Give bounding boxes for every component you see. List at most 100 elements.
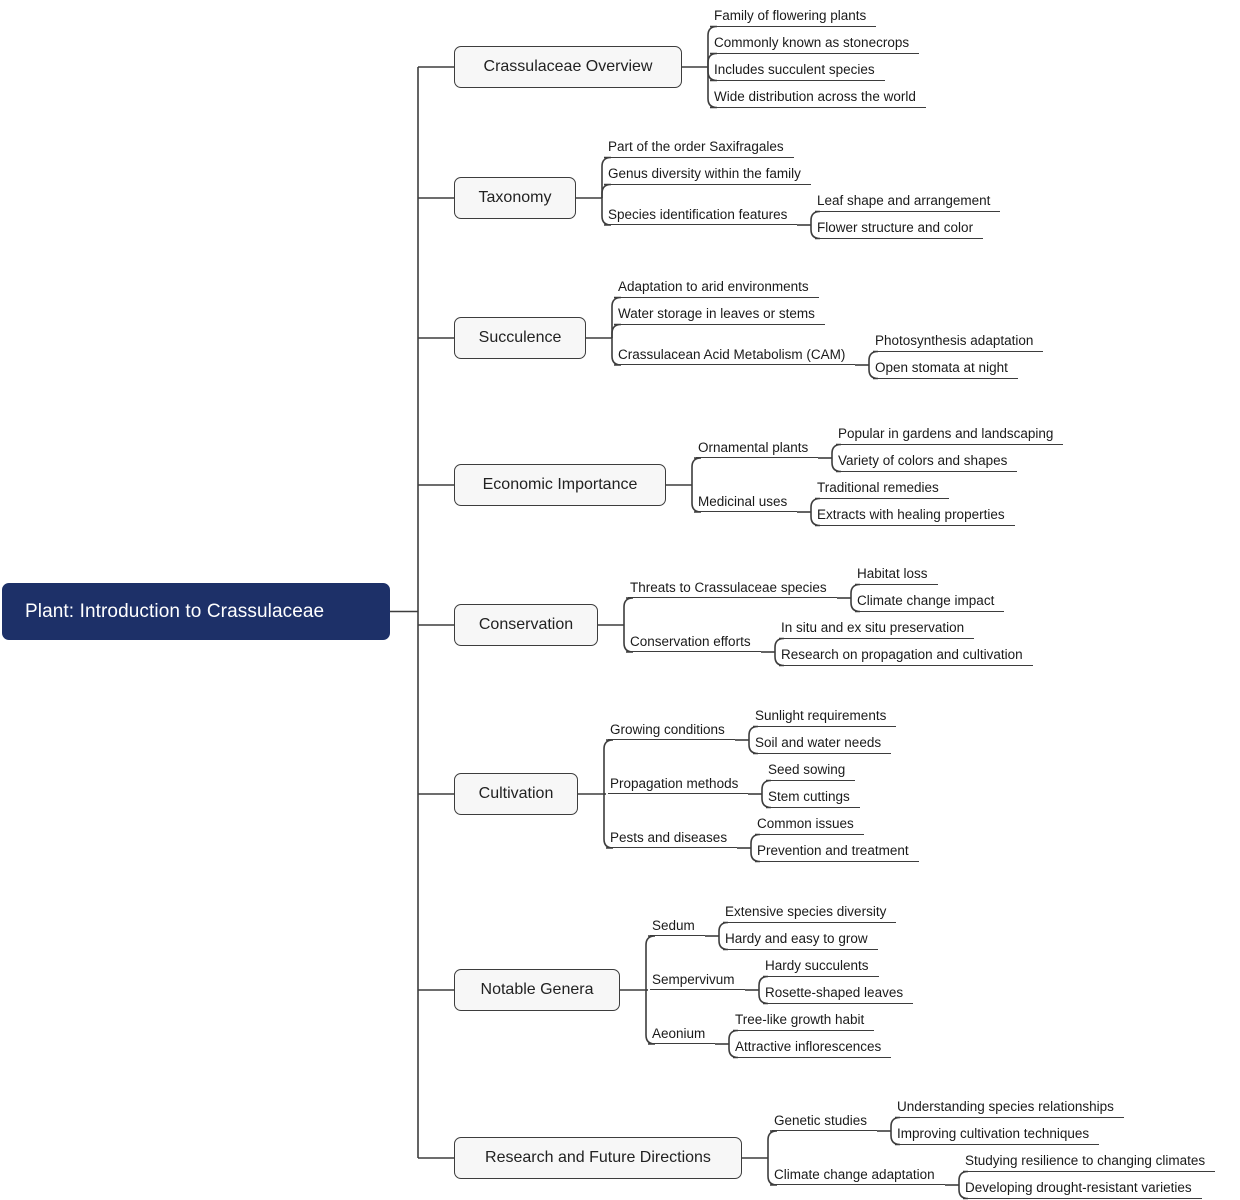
branch-node-label: Crassulaceae Overview bbox=[483, 58, 653, 75]
branch-node-succulence[interactable]: Succulence bbox=[454, 317, 586, 359]
leaf-node-species-identification-features[interactable]: Species identification features bbox=[606, 207, 797, 225]
leaf-node-label: Aeonium bbox=[652, 1025, 706, 1041]
leaf-node-adaptation-to-arid-environments[interactable]: Adaptation to arid environments bbox=[616, 280, 819, 298]
leaf-node-climate-change-adaptation[interactable]: Climate change adaptation bbox=[772, 1167, 945, 1185]
leaf-node-part-of-the-order-saxifragales[interactable]: Part of the order Saxifragales bbox=[606, 140, 794, 158]
leaf-node-label: Crassulacean Acid Metabolism (CAM) bbox=[618, 346, 846, 362]
leaf-node-label: Threats to Crassulaceae species bbox=[630, 579, 827, 595]
leaf-node-wide-distribution-across-the-world[interactable]: Wide distribution across the world bbox=[712, 90, 926, 108]
leaf-node-research-on-propagation-and-cultivation[interactable]: Research on propagation and cultivation bbox=[779, 648, 1033, 666]
leaf-node-open-stomata-at-night[interactable]: Open stomata at night bbox=[873, 361, 1018, 379]
leaf-node-traditional-remedies[interactable]: Traditional remedies bbox=[815, 481, 949, 499]
leaf-node-aeonium[interactable]: Aeonium bbox=[650, 1026, 715, 1044]
leaf-node-label: Commonly known as stonecrops bbox=[714, 35, 910, 50]
leaf-node-leaf-shape-and-arrangement[interactable]: Leaf shape and arrangement bbox=[815, 194, 1000, 212]
branch-node-taxonomy[interactable]: Taxonomy bbox=[454, 177, 576, 219]
leaf-node-improving-cultivation-techniques[interactable]: Improving cultivation techniques bbox=[895, 1127, 1099, 1145]
leaf-node-tree-like-growth-habit[interactable]: Tree-like growth habit bbox=[733, 1013, 874, 1031]
leaf-node-propagation-methods[interactable]: Propagation methods bbox=[608, 776, 748, 794]
branch-node-crassulaceae-overview[interactable]: Crassulaceae Overview bbox=[454, 46, 682, 88]
leaf-node-developing-drought-resistant-varieties[interactable]: Developing drought-resistant varieties bbox=[963, 1181, 1202, 1199]
leaf-node-common-issues[interactable]: Common issues bbox=[755, 817, 864, 835]
branch-node-label: Research and Future Directions bbox=[485, 1149, 711, 1166]
leaf-node-label: Pests and diseases bbox=[610, 829, 728, 845]
branch-node-conservation[interactable]: Conservation bbox=[454, 604, 598, 646]
leaf-node-label: Propagation methods bbox=[610, 775, 739, 791]
leaf-node-ornamental-plants[interactable]: Ornamental plants bbox=[696, 440, 818, 458]
branch-node-label: Cultivation bbox=[478, 785, 554, 802]
leaf-node-variety-of-colors-and-shapes[interactable]: Variety of colors and shapes bbox=[836, 454, 1017, 472]
leaf-node-attractive-inflorescences[interactable]: Attractive inflorescences bbox=[733, 1040, 891, 1058]
leaf-node-label: Family of flowering plants bbox=[714, 8, 867, 23]
leaf-node-popular-in-gardens-and-landscaping[interactable]: Popular in gardens and landscaping bbox=[836, 427, 1063, 445]
leaf-node-label: Popular in gardens and landscaping bbox=[838, 426, 1054, 441]
branch-node-label: Succulence bbox=[478, 329, 562, 346]
leaf-node-rosette-shaped-leaves[interactable]: Rosette-shaped leaves bbox=[763, 986, 913, 1004]
branch-node-label: Conservation bbox=[478, 616, 574, 633]
leaf-node-soil-and-water-needs[interactable]: Soil and water needs bbox=[753, 736, 891, 754]
leaf-node-in-situ-and-ex-situ-preservation[interactable]: In situ and ex situ preservation bbox=[779, 621, 974, 639]
leaf-node-medicinal-uses[interactable]: Medicinal uses bbox=[696, 494, 797, 512]
leaf-node-label: Stem cuttings bbox=[768, 789, 850, 804]
leaf-node-label: Adaptation to arid environments bbox=[618, 279, 809, 294]
leaf-node-label: Conservation efforts bbox=[630, 633, 751, 649]
leaf-node-label: Species identification features bbox=[608, 206, 788, 222]
leaf-node-prevention-and-treatment[interactable]: Prevention and treatment bbox=[755, 844, 919, 862]
leaf-node-hardy-and-easy-to-grow[interactable]: Hardy and easy to grow bbox=[723, 932, 878, 950]
leaf-node-commonly-known-as-stonecrops[interactable]: Commonly known as stonecrops bbox=[712, 36, 919, 54]
mindmap-root-node[interactable]: Plant: Introduction to Crassulaceae bbox=[2, 583, 390, 640]
leaf-node-genus-diversity-within-the-family[interactable]: Genus diversity within the family bbox=[606, 167, 811, 185]
leaf-node-includes-succulent-species[interactable]: Includes succulent species bbox=[712, 63, 885, 81]
leaf-node-understanding-species-relationships[interactable]: Understanding species relationships bbox=[895, 1100, 1124, 1118]
leaf-node-label: Attractive inflorescences bbox=[735, 1039, 882, 1054]
leaf-node-label: Common issues bbox=[757, 816, 854, 831]
branch-node-research-and-future-directions[interactable]: Research and Future Directions bbox=[454, 1137, 742, 1179]
leaf-node-label: Ornamental plants bbox=[698, 439, 809, 455]
leaf-node-label: In situ and ex situ preservation bbox=[781, 620, 965, 635]
leaf-node-label: Wide distribution across the world bbox=[714, 89, 916, 104]
leaf-node-label: Water storage in leaves or stems bbox=[618, 306, 815, 321]
leaf-node-sempervivum[interactable]: Sempervivum bbox=[650, 972, 745, 990]
leaf-node-climate-change-impact[interactable]: Climate change impact bbox=[855, 594, 1004, 612]
leaf-node-flower-structure-and-color[interactable]: Flower structure and color bbox=[815, 221, 983, 239]
leaf-node-studying-resilience-to-changing-climates[interactable]: Studying resilience to changing climates bbox=[963, 1154, 1215, 1172]
leaf-node-label: Sempervivum bbox=[652, 971, 735, 987]
leaf-node-growing-conditions[interactable]: Growing conditions bbox=[608, 722, 735, 740]
leaf-node-photosynthesis-adaptation[interactable]: Photosynthesis adaptation bbox=[873, 334, 1043, 352]
branch-node-notable-genera[interactable]: Notable Genera bbox=[454, 969, 620, 1011]
leaf-node-label: Traditional remedies bbox=[817, 480, 939, 495]
leaf-node-label: Growing conditions bbox=[610, 721, 725, 737]
leaf-node-label: Research on propagation and cultivation bbox=[781, 647, 1023, 662]
leaf-node-label: Extracts with healing properties bbox=[817, 507, 1005, 522]
leaf-node-label: Sedum bbox=[652, 917, 695, 933]
branch-node-economic-importance[interactable]: Economic Importance bbox=[454, 464, 666, 506]
leaf-node-label: Developing drought-resistant varieties bbox=[965, 1180, 1192, 1195]
leaf-node-habitat-loss[interactable]: Habitat loss bbox=[855, 567, 938, 585]
leaf-node-sunlight-requirements[interactable]: Sunlight requirements bbox=[753, 709, 896, 727]
leaf-node-label: Includes succulent species bbox=[714, 62, 875, 77]
leaf-node-label: Understanding species relationships bbox=[897, 1099, 1114, 1114]
leaf-node-hardy-succulents[interactable]: Hardy succulents bbox=[763, 959, 879, 977]
leaf-node-conservation-efforts[interactable]: Conservation efforts bbox=[628, 634, 761, 652]
leaf-node-label: Part of the order Saxifragales bbox=[608, 139, 784, 154]
leaf-node-sedum[interactable]: Sedum bbox=[650, 918, 705, 936]
leaf-node-seed-sowing[interactable]: Seed sowing bbox=[766, 763, 855, 781]
leaf-node-label: Photosynthesis adaptation bbox=[875, 333, 1034, 348]
leaf-node-label: Improving cultivation techniques bbox=[897, 1126, 1090, 1141]
leaf-node-label: Medicinal uses bbox=[698, 493, 788, 509]
leaf-node-label: Habitat loss bbox=[857, 566, 928, 581]
leaf-node-genetic-studies[interactable]: Genetic studies bbox=[772, 1113, 877, 1131]
leaf-node-pests-and-diseases[interactable]: Pests and diseases bbox=[608, 830, 737, 848]
leaf-node-water-storage-in-leaves-or-stems[interactable]: Water storage in leaves or stems bbox=[616, 307, 825, 325]
branch-node-cultivation[interactable]: Cultivation bbox=[454, 773, 578, 815]
leaf-node-threats-to-crassulaceae-species[interactable]: Threats to Crassulaceae species bbox=[628, 580, 837, 598]
mindmap-root-label: Plant: Introduction to Crassulaceae bbox=[25, 601, 325, 622]
leaf-node-label: Climate change adaptation bbox=[774, 1166, 935, 1182]
leaf-node-crassulacean-acid-metabolism-cam[interactable]: Crassulacean Acid Metabolism (CAM) bbox=[616, 347, 855, 365]
leaf-node-extensive-species-diversity[interactable]: Extensive species diversity bbox=[723, 905, 896, 923]
leaf-node-stem-cuttings[interactable]: Stem cuttings bbox=[766, 790, 860, 808]
leaf-node-label: Rosette-shaped leaves bbox=[765, 985, 904, 1000]
leaf-node-label: Seed sowing bbox=[768, 762, 846, 777]
leaf-node-extracts-with-healing-properties[interactable]: Extracts with healing properties bbox=[815, 508, 1015, 526]
leaf-node-family-of-flowering-plants[interactable]: Family of flowering plants bbox=[712, 9, 876, 27]
